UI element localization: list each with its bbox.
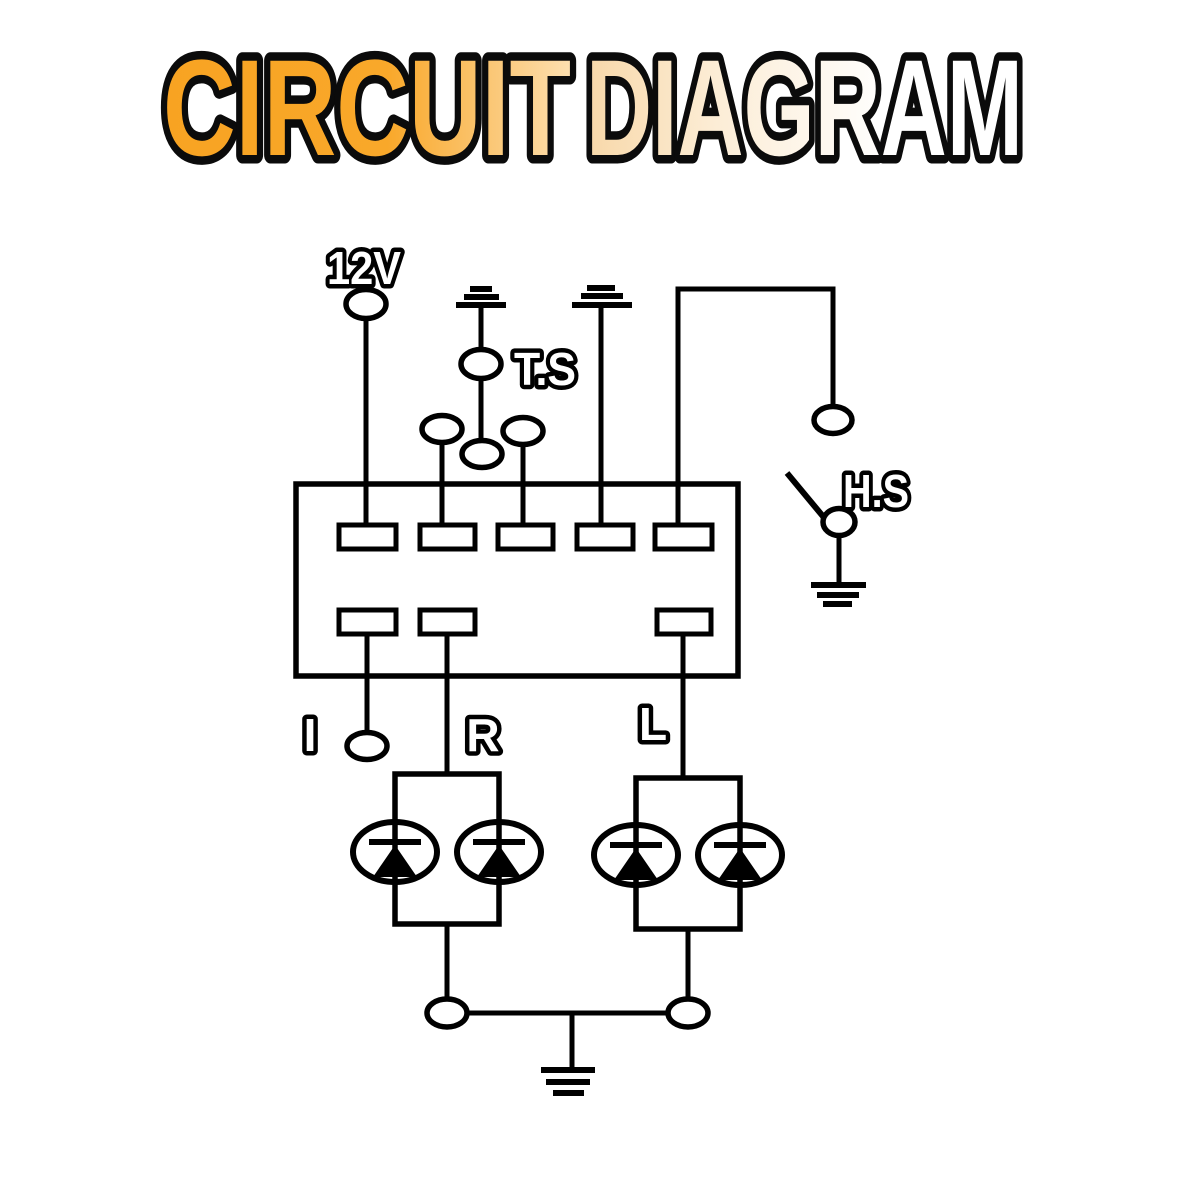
relay-pin-bottom-1: [336, 607, 399, 637]
led-box-right: [392, 771, 502, 927]
flasher-relay-box: [293, 481, 741, 679]
indicator-label: I: [304, 709, 317, 761]
diode-triangle: [477, 845, 521, 877]
wire-pin5-to-hs-contact: [675, 286, 836, 529]
led-ring: [591, 822, 681, 888]
diode-triangle: [614, 848, 658, 880]
schematic-labels: 12V T.S H.S I R L: [299, 238, 913, 766]
ts-right-contact: [500, 414, 546, 448]
wires: [363, 286, 842, 1070]
power-label: 12V: [327, 242, 401, 294]
led-ring: [350, 819, 440, 885]
ts-center-contact: [459, 437, 505, 471]
right-output-label: R: [466, 709, 499, 761]
diode-triangle: [373, 845, 417, 877]
led-icon: [350, 819, 440, 885]
relay-pin-top-1: [336, 522, 399, 552]
hs-pivot-contact: [820, 505, 858, 539]
diode-triangle: [718, 848, 762, 880]
led-icon: [454, 819, 544, 885]
led-icon: [591, 822, 681, 888]
relay-pin-top-2: [417, 522, 478, 552]
hazard-switch-label: H.S: [843, 465, 909, 517]
junction-terminal-right: [665, 996, 711, 1030]
ts-left-contact: [419, 412, 465, 446]
led-group-left: [591, 775, 785, 932]
ground-icon-mid: [572, 285, 632, 308]
title-banner: CIRCUIT DIAGRAM: [155, 24, 1032, 194]
relay-pin-top-4: [574, 522, 636, 552]
led-group-right: [350, 771, 544, 927]
title-word-diagram: DIAGRAM: [586, 32, 1023, 185]
junction-terminal-left: [424, 996, 470, 1030]
led-ring: [695, 822, 785, 888]
relay-pin-bottom-2: [417, 607, 478, 637]
relay-pin-top-3: [495, 522, 556, 552]
ground-icon-hs: [811, 582, 866, 607]
relay-outline: [293, 481, 741, 679]
led-ring: [454, 819, 544, 885]
led-icon: [695, 822, 785, 888]
ground-icon-ts: [456, 286, 506, 308]
ground-icon-bottom: [541, 1067, 595, 1096]
turn-signal-switch-label: T.S: [514, 343, 576, 395]
relay-pin-bottom-3: [654, 607, 714, 637]
relay-pin-top-5: [652, 522, 715, 552]
left-output-label: L: [639, 698, 667, 750]
hs-top-contact: [811, 403, 855, 437]
indicator-terminal: [344, 729, 390, 763]
power-terminal: [343, 286, 389, 322]
title-word-circuit: CIRCUIT: [163, 32, 571, 185]
ts-common-contact: [458, 346, 504, 382]
led-box-left: [633, 775, 743, 932]
